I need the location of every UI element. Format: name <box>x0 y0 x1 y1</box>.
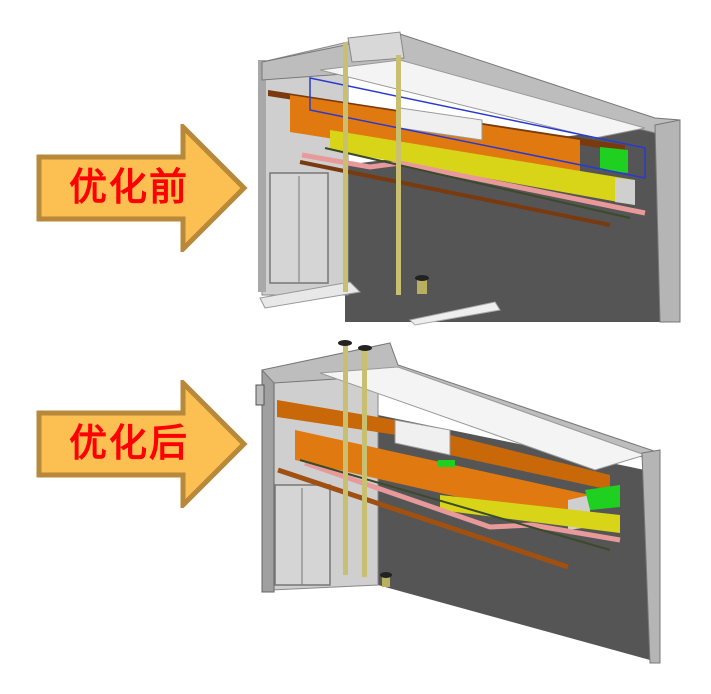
vertical-pipe <box>343 343 348 575</box>
green-duct <box>438 460 455 467</box>
yellow-duct <box>330 130 635 205</box>
vertical-pipe <box>362 347 367 577</box>
brown-pipe <box>299 160 611 227</box>
drain-top <box>415 275 429 281</box>
before-arrow: 优化前 <box>36 124 248 252</box>
duct-end <box>615 178 635 205</box>
right-pillar <box>641 449 661 664</box>
vertical-pipe <box>396 55 401 295</box>
pink-pipe <box>301 152 646 216</box>
pipe-cap <box>338 340 352 346</box>
white-duct-segment <box>394 419 451 456</box>
orange-duct <box>290 95 580 178</box>
after-arrow: 优化后 <box>36 380 248 508</box>
arrow-shape-icon <box>36 124 248 252</box>
after-optimization-model <box>255 340 661 664</box>
ceiling-slab <box>319 59 646 139</box>
yellow-duct <box>440 495 620 533</box>
brown-pipe <box>277 467 569 570</box>
pink-pipe <box>304 460 621 543</box>
clash-highlight-box <box>309 77 646 179</box>
floor-drain <box>417 278 427 294</box>
floor-drain <box>382 575 390 587</box>
right-pillar <box>654 119 681 323</box>
dark-pipe <box>324 147 631 219</box>
drain-top <box>380 572 392 578</box>
roof-box <box>347 31 405 63</box>
floor-edge <box>259 281 362 309</box>
pillar-bracket <box>255 384 265 406</box>
orange-duct-upper <box>450 435 610 490</box>
green-duct <box>585 485 620 510</box>
floor-edge <box>408 301 501 326</box>
dark-pipe <box>299 459 611 551</box>
vertical-pipe <box>343 42 348 292</box>
after-label: 优化后 <box>68 421 189 465</box>
before-label: 优化前 <box>68 165 189 209</box>
left-pillar <box>258 60 266 292</box>
arrow-shape-icon <box>36 380 248 508</box>
green-duct <box>600 147 628 173</box>
orange-duct-upper <box>277 400 430 440</box>
pipe-cap <box>358 345 372 351</box>
before-optimization-model <box>258 31 681 326</box>
orange-duct-lower <box>295 430 590 527</box>
